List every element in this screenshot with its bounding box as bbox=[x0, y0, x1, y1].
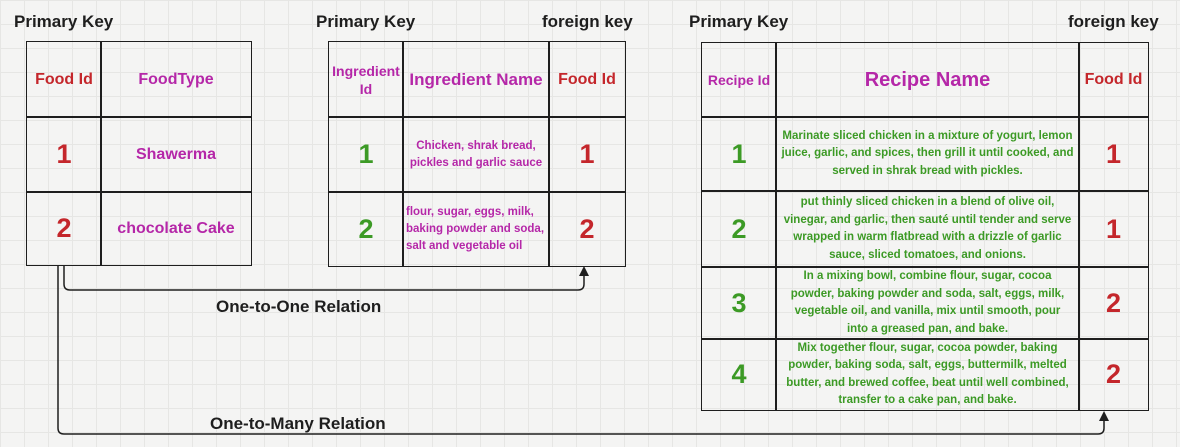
recipe-row-2-id: 2 bbox=[701, 190, 777, 268]
one-to-one-arrowhead bbox=[579, 266, 589, 276]
primary-key-label-recipe: Primary Key bbox=[689, 12, 789, 31]
recipe-row-3-food-id: 2 bbox=[1078, 266, 1149, 340]
recipe-row-1-food-id: 1 bbox=[1078, 116, 1149, 192]
ingredient-row-1-id: 1 bbox=[328, 116, 404, 193]
primary-key-label-ingredient: Primary Key bbox=[316, 12, 416, 31]
recipe-table-header-id: Recipe Id bbox=[701, 42, 777, 118]
recipe-row-2-food-id: 1 bbox=[1078, 190, 1149, 268]
food-table: Food Id FoodType 1 Shawerma 2 chocolate … bbox=[26, 41, 252, 266]
food-row-2-type: chocolate Cake bbox=[100, 191, 252, 266]
foreign-key-label-recipe: foreign key bbox=[1068, 12, 1159, 31]
ingredient-table-header-food-id: Food Id bbox=[548, 41, 626, 118]
ingredient-table-header-name: Ingredient Name bbox=[402, 41, 550, 118]
recipe-table-header-name: Recipe Name bbox=[775, 42, 1080, 118]
food-table-header-food-type: FoodType bbox=[100, 41, 252, 118]
food-row-2-id: 2 bbox=[26, 191, 102, 266]
food-row-1-type: Shawerma bbox=[100, 116, 252, 193]
recipe-row-4-name: Mix together flour, sugar, cocoa powder,… bbox=[775, 338, 1080, 411]
one-to-many-relation-label: One-to-Many Relation bbox=[210, 414, 386, 433]
ingredient-table: Ingredient Id Ingredient Name Food Id 1 … bbox=[328, 41, 626, 267]
recipe-row-4-food-id: 2 bbox=[1078, 338, 1149, 411]
recipe-row-1-id: 1 bbox=[701, 116, 777, 192]
ingredient-row-2-name: flour, sugar, eggs, milk, baking powder … bbox=[402, 191, 550, 267]
ingredient-row-1-food-id: 1 bbox=[548, 116, 626, 193]
primary-key-label-food: Primary Key bbox=[14, 12, 114, 31]
recipe-row-3-name: In a mixing bowl, combine flour, sugar, … bbox=[775, 266, 1080, 340]
foreign-key-label-ingredient: foreign key bbox=[542, 12, 633, 31]
ingredient-row-2-food-id: 2 bbox=[548, 191, 626, 267]
recipe-row-3-id: 3 bbox=[701, 266, 777, 340]
one-to-one-connector bbox=[63, 266, 585, 291]
one-to-one-relation-label: One-to-One Relation bbox=[216, 297, 382, 316]
recipe-row-4-id: 4 bbox=[701, 338, 777, 411]
ingredient-row-1-name: Chicken, shrak bread, pickles and garlic… bbox=[402, 116, 550, 193]
food-table-header-food-id: Food Id bbox=[26, 41, 102, 118]
recipe-table: Recipe Id Recipe Name Food Id 1 Marinate… bbox=[701, 42, 1149, 411]
one-to-many-arrowhead bbox=[1099, 411, 1109, 421]
recipe-row-1-name: Marinate sliced chicken in a mixture of … bbox=[775, 116, 1080, 192]
food-row-1-id: 1 bbox=[26, 116, 102, 193]
ingredient-table-header-id: Ingredient Id bbox=[328, 41, 404, 118]
recipe-table-header-food-id: Food Id bbox=[1078, 42, 1149, 118]
ingredient-row-2-id: 2 bbox=[328, 191, 404, 267]
recipe-row-2-name: put thinly sliced chicken in a blend of … bbox=[775, 190, 1080, 268]
